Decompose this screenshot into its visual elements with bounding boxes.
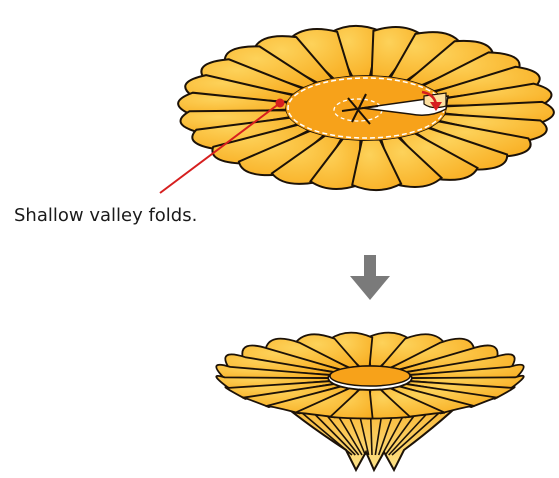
annotation-text: Shallow valley folds. [14,205,197,226]
pointer-dot [276,99,285,108]
arrow-down-icon [350,255,390,300]
folded-center [330,366,410,386]
folded-flower-rim [216,333,523,419]
